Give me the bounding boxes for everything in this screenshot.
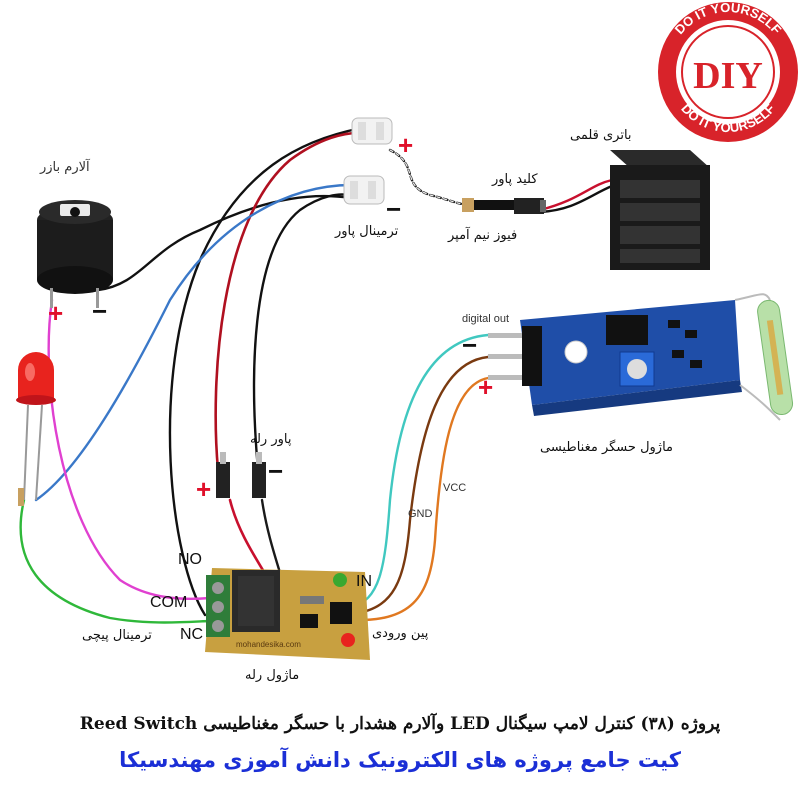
badge-diy-text: DIY: [693, 55, 763, 97]
wire-cyan-digital-out: [348, 333, 490, 610]
plus-buzzer: +: [48, 298, 64, 328]
power-key: [514, 198, 546, 214]
relay-module: [205, 452, 370, 660]
wire-battery-black: [538, 184, 614, 214]
label-power-key: کلید پاور: [492, 172, 538, 187]
label-relay-power: پاور رله: [250, 432, 292, 447]
label-power-terminal: ترمینال پاور: [335, 224, 399, 239]
plus-sensor: +: [478, 372, 494, 402]
wire-orange-vcc: [348, 376, 490, 622]
label-buzzer: آلارم بازر: [40, 160, 90, 175]
pcb-text: mohandesika.com: [236, 640, 301, 649]
plus-relay-power: +: [196, 474, 212, 504]
wire-black-top: [168, 126, 364, 617]
wire-twisted-white: [389, 149, 471, 206]
minus-buzzer: −: [92, 296, 108, 326]
minus-sensor: −: [462, 330, 478, 360]
label-no: NO: [178, 551, 202, 568]
wire-battery-red: [538, 178, 614, 212]
label-screw-terminal: ترمینال پیچی: [82, 628, 152, 643]
wire-red-relay-plus: [214, 131, 364, 472]
label-relay-module: ماژول رله: [245, 668, 300, 683]
minus-relay-power: −: [268, 456, 284, 486]
power-terminal-bottom: [343, 175, 385, 205]
wire-buzzer-minus: [96, 194, 352, 292]
red-led: [16, 352, 56, 506]
power-terminal-top: [351, 117, 393, 145]
label-nc: NC: [180, 626, 204, 643]
label-com: COM: [150, 594, 188, 611]
fuse: [462, 198, 514, 212]
wire-black-relay-minus: [252, 193, 354, 472]
buzzer: [37, 200, 113, 308]
label-battery: باتری قلمی: [570, 128, 632, 143]
footer-title: پروژه (۳۸) کنترل لامپ سیگنال LED وآلارم …: [79, 714, 721, 734]
label-digital-out: digital out: [462, 313, 510, 325]
label-fuse: فیوز نیم آمپر: [448, 228, 518, 243]
minus-terminal: −: [386, 194, 402, 224]
wire-blue-led: [34, 183, 354, 502]
magnetic-sensor-module: [488, 293, 794, 421]
diy-badge: DO IT YOURSELF DO IT YOURSELF DIY: [658, 0, 798, 142]
plus-terminal: +: [398, 130, 414, 160]
wire-brown-gnd: [348, 355, 490, 616]
label-vcc: VCC: [443, 482, 467, 494]
label-in: IN: [356, 573, 372, 590]
footer-subtitle: کیت جامع پروژه های الکترونیک دانش آموزی …: [119, 748, 681, 772]
wire-green-led: [19, 498, 212, 624]
label-magnetic-sensor: ماژول حسگر مغناطیسی: [540, 440, 673, 455]
label-gnd: GND: [408, 508, 433, 520]
label-input-pin: پین ورودی: [372, 626, 429, 641]
battery-holder: [610, 150, 710, 270]
